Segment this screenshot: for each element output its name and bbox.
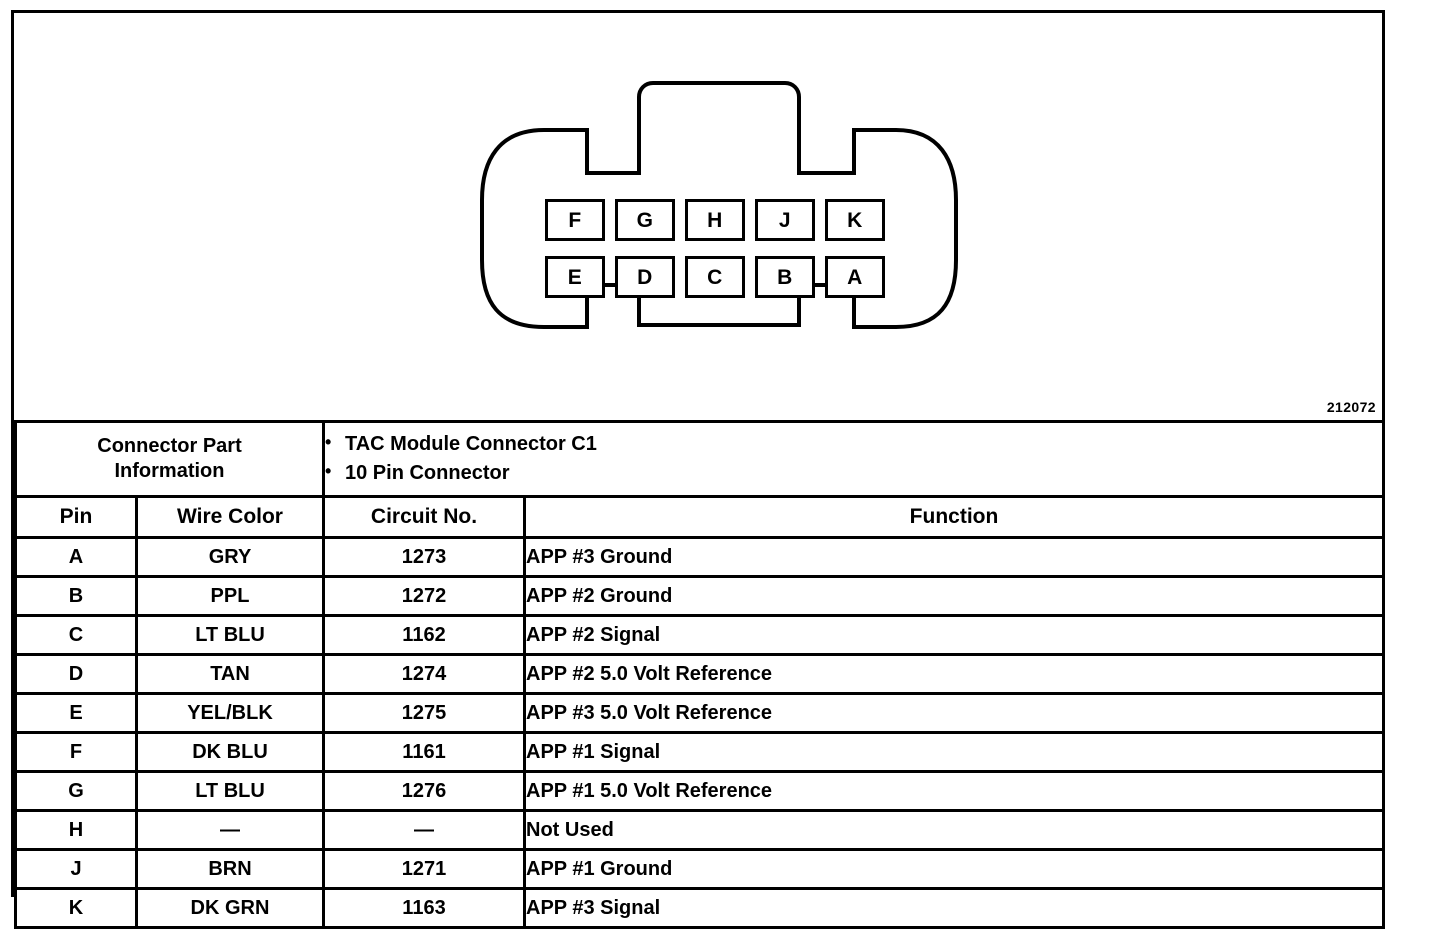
table-row: C LT BLU 1162 APP #2 Signal [14,614,1386,656]
column-header-pin: Pin [14,495,138,539]
cell-circuit-no: 1271 [322,848,526,890]
table-row: D TAN 1274 APP #2 5.0 Volt Reference [14,653,1386,695]
pin-box-H: H [685,199,745,241]
pin-box-C: C [685,256,745,298]
pin-box-B: B [755,256,815,298]
column-header-function: Function [522,495,1386,539]
table-row: B PPL 1272 APP #2 Ground [14,575,1386,617]
cell-pin: A [14,536,138,578]
cell-wire-color: GRY [135,536,325,578]
pin-row-top: F G H J K [545,199,885,241]
table-row: E YEL/BLK 1275 APP #3 5.0 Volt Reference [14,692,1386,734]
table-row: G LT BLU 1276 APP #1 5.0 Volt Reference [14,770,1386,812]
cell-wire-color: LT BLU [135,770,325,812]
cell-wire-color: LT BLU [135,614,325,656]
cell-circuit-no: 1276 [322,770,526,812]
connector-part-information-bullets: TAC Module Connector C1 10 Pin Connector [321,420,1386,498]
cell-function: APP #1 5.0 Volt Reference [522,770,1386,812]
info-bullet-list: TAC Module Connector C1 10 Pin Connector [325,429,1382,488]
connector-illustration: F G H J K E D C B A 212072 [14,13,1382,417]
table-row: K DK GRN 1163 APP #3 Signal [14,887,1386,929]
info-bullet-item: TAC Module Connector C1 [325,429,1382,459]
figure-number: 212072 [1326,399,1376,415]
column-header-wire-color: Wire Color [135,495,325,539]
cell-function: APP #3 Ground [522,536,1386,578]
cell-circuit-no: 1273 [322,536,526,578]
cell-function: APP #3 Signal [522,887,1386,929]
connector-part-information-row: Connector Part Information TAC Module Co… [14,420,1386,498]
pin-row-bottom: E D C B A [545,256,885,298]
connector-pinout-table: Connector Part Information TAC Module Co… [14,420,1386,929]
table-body: Connector Part Information TAC Module Co… [14,420,1386,929]
pin-box-J: J [755,199,815,241]
cell-wire-color: PPL [135,575,325,617]
cell-pin: E [14,692,138,734]
table-row: A GRY 1273 APP #3 Ground [14,536,1386,578]
column-header-circuit-no: Circuit No. [322,495,526,539]
pin-grid: F G H J K E D C B A [545,199,885,303]
pin-box-E: E [545,256,605,298]
cell-wire-color: YEL/BLK [135,692,325,734]
cell-function: Not Used [522,809,1386,851]
cell-pin: J [14,848,138,890]
connector-part-information-label: Connector Part Information [14,420,325,498]
info-label-line2: Information [114,460,225,482]
cell-pin: C [14,614,138,656]
pin-box-F: F [545,199,605,241]
cell-pin: D [14,653,138,695]
pin-box-G: G [615,199,675,241]
cell-wire-color: — [135,809,325,851]
cell-function: APP #2 Ground [522,575,1386,617]
pin-box-K: K [825,199,885,241]
table-row: H — — Not Used [14,809,1386,851]
cell-pin: G [14,770,138,812]
cell-function: APP #2 Signal [522,614,1386,656]
cell-wire-color: DK BLU [135,731,325,773]
cell-pin: B [14,575,138,617]
table-header-row: Pin Wire Color Circuit No. Function [14,495,1386,539]
cell-function: APP #1 Signal [522,731,1386,773]
info-label-line1: Connector Part [97,435,242,457]
cell-pin: K [14,887,138,929]
cell-wire-color: DK GRN [135,887,325,929]
cell-pin: H [14,809,138,851]
cell-circuit-no: 1163 [322,887,526,929]
cell-circuit-no: 1274 [322,653,526,695]
cell-circuit-no: 1161 [322,731,526,773]
cell-pin: F [14,731,138,773]
table-row: J BRN 1271 APP #1 Ground [14,848,1386,890]
pin-box-D: D [615,256,675,298]
cell-circuit-no: 1272 [322,575,526,617]
cell-wire-color: BRN [135,848,325,890]
cell-function: APP #1 Ground [522,848,1386,890]
cell-circuit-no: 1162 [322,614,526,656]
cell-function: APP #2 5.0 Volt Reference [522,653,1386,695]
pin-box-A: A [825,256,885,298]
cell-circuit-no: 1275 [322,692,526,734]
table-row: F DK BLU 1161 APP #1 Signal [14,731,1386,773]
cell-function: APP #3 5.0 Volt Reference [522,692,1386,734]
cell-circuit-no: — [322,809,526,851]
info-bullet-item: 10 Pin Connector [325,458,1382,488]
cell-wire-color: TAN [135,653,325,695]
